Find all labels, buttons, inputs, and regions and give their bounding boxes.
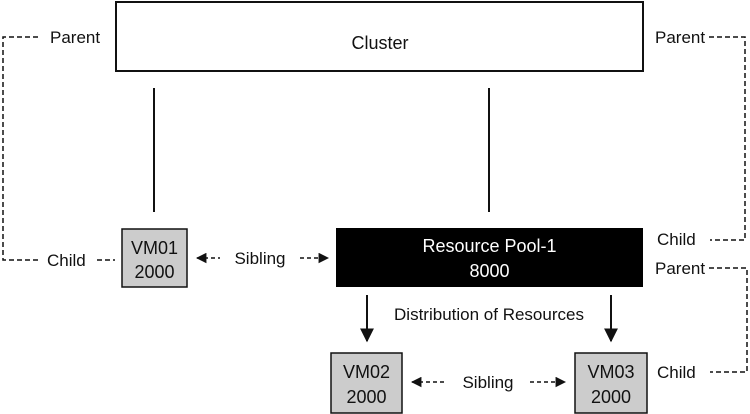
vm03-box [574,352,648,414]
left-parent-child-bracket [2,36,38,261]
vm02-name: VM02 [343,362,390,382]
resource-pool-name: Resource Pool-1 [422,236,556,256]
right-parent-label: Parent [655,28,705,47]
left-parent-label: Parent [50,28,100,47]
right-child-label-pool: Child [657,230,696,249]
sibling-label-top: Sibling [234,249,285,268]
cluster-box [115,1,644,72]
vm02-node: VM02 2000 [330,352,403,414]
vm01-box [121,228,188,288]
cluster-label: Cluster [351,33,408,53]
vm03-node: VM03 2000 [574,352,648,414]
left-child-label: Child [47,251,86,270]
cluster-node: Cluster [115,1,644,72]
vm01-name: VM01 [131,238,178,258]
vm02-box [330,352,403,414]
vm03-name: VM03 [587,362,634,382]
distribution-label: Distribution of Resources [394,305,584,324]
right-parent-child-bracket-pool [709,267,748,373]
resource-pool-value: 8000 [469,261,509,281]
vm01-value: 2000 [134,262,174,282]
vm01-node: VM01 2000 [121,228,188,288]
right-parent-child-bracket [709,36,746,241]
right-child-label-vm03: Child [657,363,696,382]
resource-pool-node: Resource Pool-1 8000 [336,228,643,287]
vm03-value: 2000 [591,387,631,407]
resource-pool-box [336,228,643,287]
vm02-value: 2000 [346,387,386,407]
right-parent-label-pool: Parent [655,259,705,278]
sibling-label-bottom: Sibling [462,373,513,392]
